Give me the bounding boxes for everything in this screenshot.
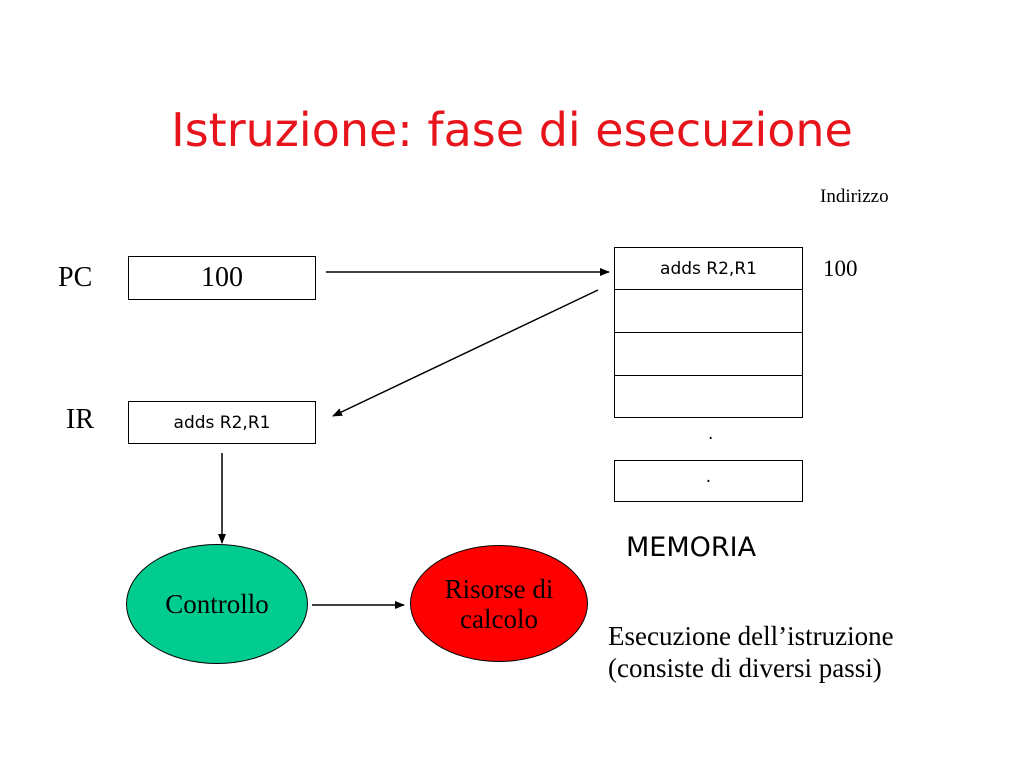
pc-register: 100 <box>128 256 316 300</box>
ir-label: IR <box>66 404 94 435</box>
compute-resources: Risorse di calcolo <box>410 545 588 662</box>
memory-cell <box>614 333 803 376</box>
memory-last-cell: . <box>614 460 803 502</box>
compute-resources-label: Risorse di calcolo <box>444 573 554 634</box>
execution-description: Esecuzione dell’istruzione (consiste di … <box>608 621 894 683</box>
address-header: Indirizzo <box>820 186 889 207</box>
memory-label: MEMORIA <box>626 532 757 563</box>
memory-cell: adds R2,R1 <box>614 247 803 290</box>
memory-cell <box>614 290 803 333</box>
control-unit: Controllo <box>126 544 308 664</box>
ir-register: adds R2,R1 <box>128 401 316 444</box>
pc-label: PC <box>58 262 93 293</box>
arrow-memory-to-ir <box>332 289 599 417</box>
memory-ellipsis-dot: . <box>708 424 714 444</box>
control-unit-label: Controllo <box>165 589 269 619</box>
ir-value: adds R2,R1 <box>173 412 271 433</box>
memory-address-100: 100 <box>823 256 858 281</box>
slide-title: Istruzione: fase di esecuzione <box>171 103 853 157</box>
pc-value: 100 <box>201 262 243 293</box>
memory-cell <box>614 376 803 418</box>
